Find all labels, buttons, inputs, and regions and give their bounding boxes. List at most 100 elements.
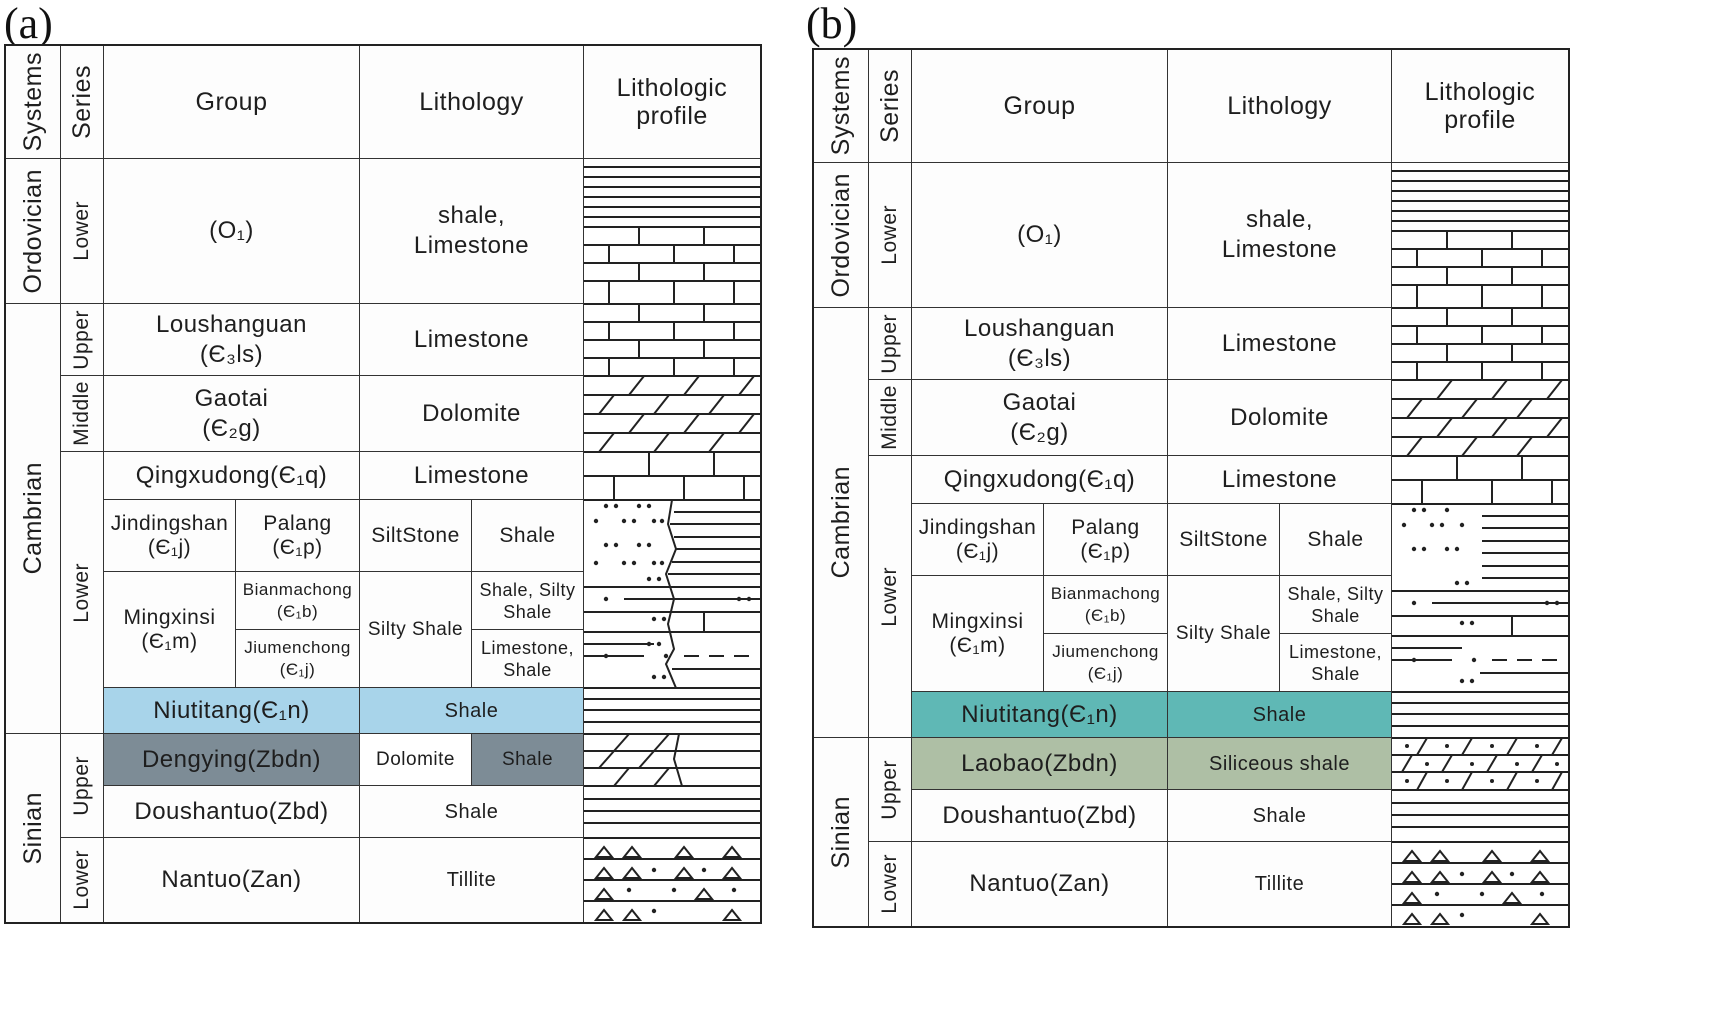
- lithology-nantuo: Tillite: [360, 838, 584, 922]
- lithology-o1: shale, Limestone: [360, 159, 584, 304]
- group-doushantuo: Doushantuo(Zbd): [104, 786, 360, 838]
- group-qingxudong: Qingxudong(Є₁q): [104, 452, 360, 500]
- shale-pattern: [584, 166, 760, 228]
- series-lower-cambrian: Lower: [61, 452, 104, 734]
- lithology-mingxinsi: Silty Shale: [360, 572, 472, 688]
- system-cambrian: Cambrian: [6, 304, 61, 734]
- group-mingxinsi: Mingxinsi (Є₁m): [104, 572, 236, 688]
- lithology-jindingshan: SiltStone: [360, 500, 472, 572]
- series-lower-cambrian: Lower: [869, 456, 912, 738]
- header-series: Series: [61, 46, 104, 159]
- siltstone-shale-pattern: [584, 499, 760, 689]
- header-lithologic-profile: Lithologic profile: [1392, 50, 1568, 163]
- group-doushantuo: Doushantuo(Zbd): [912, 790, 1168, 842]
- lithology-bianmachong: Shale, Silty Shale: [1280, 576, 1392, 634]
- lithology-dengying-shale: Shale: [472, 734, 584, 786]
- lithology-nantuo: Tillite: [1168, 842, 1392, 926]
- panel-b: (b) Systems Series Group Lithology Litho…: [806, 0, 1656, 1016]
- shale-pattern-2: [584, 698, 760, 735]
- dolomite-shale-pattern: [584, 733, 760, 787]
- group-o1: (O₁): [104, 159, 360, 304]
- group-bianmachong: Bianmachong (Є₁b): [1044, 576, 1168, 634]
- system-sinian: Sinian: [6, 734, 61, 922]
- group-nantuo: Nantuo(Zan): [104, 838, 360, 922]
- lithology-loushanguan: Limestone: [1168, 308, 1392, 380]
- group-niutitang: Niutitang(Є₁n): [912, 692, 1168, 738]
- series-upper-cambrian: Upper: [61, 304, 104, 376]
- group-loushanguan: Loushanguan (Є₃ls): [912, 308, 1168, 380]
- lithology-qingxudong: Limestone: [360, 452, 584, 500]
- stratigraphy-table-a: Systems Series Group Lithology Lithologi…: [4, 44, 762, 924]
- group-niutitang: Niutitang(Є₁n): [104, 688, 360, 734]
- shale-pattern-3: [584, 798, 760, 839]
- lithology-gaotai: Dolomite: [360, 376, 584, 452]
- group-palang: Palang (Є₁p): [236, 500, 360, 572]
- group-jindingshan: Jindingshan (Є₁j): [104, 500, 236, 572]
- series-lower-ordovician: Lower: [61, 159, 104, 304]
- lithology-niutitang: Shale: [1168, 692, 1392, 738]
- header-series: Series: [869, 50, 912, 163]
- group-nantuo: Nantuo(Zan): [912, 842, 1168, 926]
- header-lithology: Lithology: [1168, 50, 1392, 163]
- group-gaotai: Gaotai (Є₂g): [912, 380, 1168, 456]
- lithology-o1: shale, Limestone: [1168, 163, 1392, 308]
- header-systems: Systems: [814, 50, 869, 163]
- series-lower-ordovician: Lower: [869, 163, 912, 308]
- group-palang: Palang (Є₁p): [1044, 504, 1168, 576]
- lithology-laobao: Siliceous shale: [1168, 738, 1392, 790]
- system-cambrian: Cambrian: [814, 308, 869, 738]
- lithology-mingxinsi: Silty Shale: [1168, 576, 1280, 692]
- lithology-jiumenchong: Limestone, Shale: [472, 630, 584, 688]
- limestone-pattern: [584, 227, 760, 377]
- header-lithologic-profile: Lithologic profile: [584, 46, 760, 159]
- lithology-jiumenchong: Limestone, Shale: [1280, 634, 1392, 692]
- panel-b-label: (b): [806, 0, 858, 48]
- series-upper-cambrian: Upper: [869, 308, 912, 380]
- tillite-pattern: [584, 858, 760, 902]
- panel-a: (a) Systems Series Group Lithology Litho…: [0, 0, 850, 1016]
- series-lower-sinian: Lower: [61, 838, 104, 922]
- series-middle-cambrian: Middle: [869, 380, 912, 456]
- lithology-doushantuo: Shale: [1168, 790, 1392, 842]
- header-group: Group: [104, 46, 360, 159]
- lithology-qingxudong: Limestone: [1168, 456, 1392, 504]
- lithology-niutitang: Shale: [360, 688, 584, 734]
- header-systems: Systems: [6, 46, 61, 159]
- group-dengying: Dengying(Zbdn): [104, 734, 360, 786]
- limestone-pattern-2: [584, 452, 760, 501]
- dolomite-pattern: [584, 375, 760, 453]
- system-sinian: Sinian: [814, 738, 869, 926]
- series-upper-sinian: Upper: [61, 734, 104, 838]
- group-bianmachong: Bianmachong (Є₁b): [236, 572, 360, 630]
- lithology-jindingshan: SiltStone: [1168, 504, 1280, 576]
- panel-a-label: (a): [4, 0, 53, 48]
- lithologic-profile-graphic-a: [584, 166, 760, 921]
- series-middle-cambrian: Middle: [61, 376, 104, 452]
- group-laobao: Laobao(Zbdn): [912, 738, 1168, 790]
- group-jiumenchong: Jiumenchong (Є₁j): [236, 630, 360, 688]
- group-qingxudong: Qingxudong(Є₁q): [912, 456, 1168, 504]
- lithology-bianmachong: Shale, Silty Shale: [472, 572, 584, 630]
- header-lithology: Lithology: [360, 46, 584, 159]
- lithology-palang: Shale: [1280, 504, 1392, 576]
- group-jindingshan: Jindingshan (Є₁j): [912, 504, 1044, 576]
- lithology-palang: Shale: [472, 500, 584, 572]
- profile-column-a: [584, 159, 760, 922]
- group-o1: (O₁): [912, 163, 1168, 308]
- system-ordovician: Ordovician: [814, 163, 869, 308]
- system-ordovician: Ordovician: [6, 159, 61, 304]
- lithologic-profile-graphic-b: [1392, 170, 1568, 925]
- group-mingxinsi: Mingxinsi (Є₁m): [912, 576, 1044, 692]
- series-lower-sinian: Lower: [869, 842, 912, 926]
- lithology-doushantuo: Shale: [360, 786, 584, 838]
- series-upper-sinian: Upper: [869, 738, 912, 842]
- lithology-loushanguan: Limestone: [360, 304, 584, 376]
- stratigraphy-table-b: Systems Series Group Lithology Lithologi…: [812, 48, 1570, 928]
- lithology-dengying-dolomite: Dolomite: [360, 734, 472, 786]
- profile-column-b: [1392, 163, 1568, 926]
- group-loushanguan: Loushanguan (Є₃ls): [104, 304, 360, 376]
- group-gaotai: Gaotai (Є₂g): [104, 376, 360, 452]
- lithology-gaotai: Dolomite: [1168, 380, 1392, 456]
- group-jiumenchong: Jiumenchong (Є₁j): [1044, 634, 1168, 692]
- header-group: Group: [912, 50, 1168, 163]
